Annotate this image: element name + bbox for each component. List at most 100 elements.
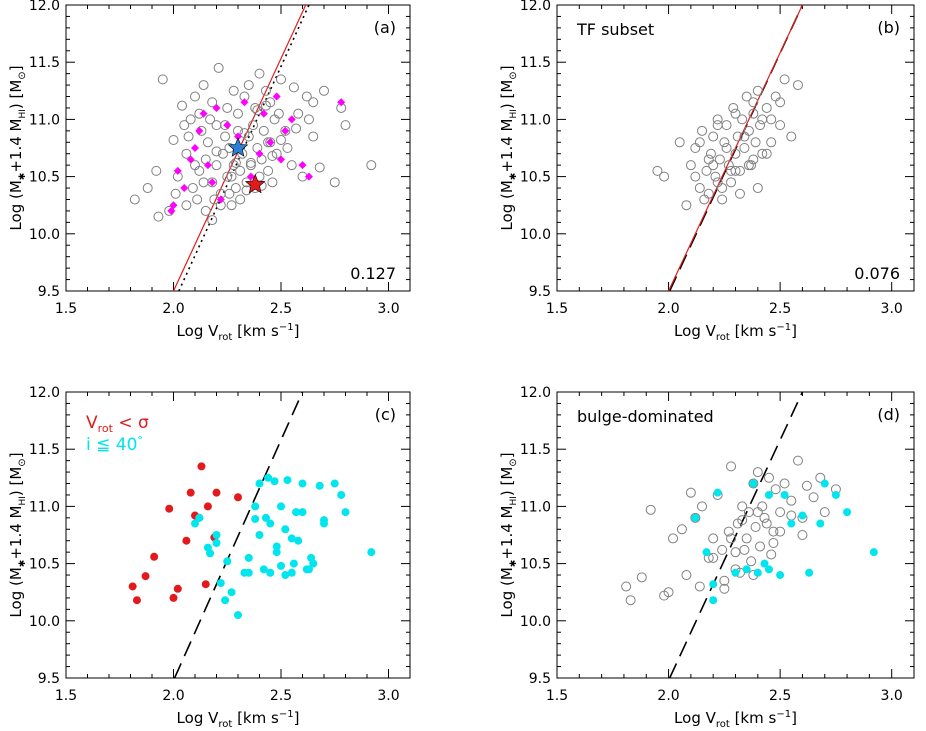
point xyxy=(294,536,303,545)
point xyxy=(304,565,313,574)
point xyxy=(206,549,215,558)
point xyxy=(730,547,741,558)
point xyxy=(770,91,781,102)
point xyxy=(181,200,192,211)
point xyxy=(194,165,205,176)
point xyxy=(281,571,290,580)
point xyxy=(221,596,230,605)
x-tick-label: 3.0 xyxy=(881,301,903,317)
point xyxy=(329,177,340,188)
point xyxy=(816,519,825,528)
x-tick-label: 1.5 xyxy=(55,688,77,704)
x-tick-label: 2.5 xyxy=(270,688,292,704)
point xyxy=(805,568,814,577)
dashed-fit-line xyxy=(173,392,304,678)
point xyxy=(337,98,346,107)
point xyxy=(766,549,777,560)
x-axis-label: Log Vrot [km s−1] xyxy=(674,322,797,343)
point xyxy=(753,568,762,577)
point xyxy=(694,581,705,592)
point xyxy=(341,508,350,517)
point xyxy=(223,121,232,130)
point xyxy=(195,513,204,522)
point xyxy=(240,98,249,107)
ticks xyxy=(556,4,914,292)
point xyxy=(203,161,212,170)
point xyxy=(170,188,181,199)
point xyxy=(676,524,687,535)
point xyxy=(260,100,271,111)
point xyxy=(775,507,786,518)
point xyxy=(263,165,274,176)
point xyxy=(198,80,209,91)
ticks xyxy=(556,391,914,679)
y-axis-label: Log (M✱+1.4 MHI) [M⊙] xyxy=(498,452,519,617)
point xyxy=(211,160,222,171)
point xyxy=(308,97,319,108)
y-axis-label: Log (M✱+1.4 MHI) [M⊙] xyxy=(7,65,28,230)
point xyxy=(234,132,242,141)
point xyxy=(227,588,236,597)
point xyxy=(239,128,250,139)
point xyxy=(685,160,696,171)
point xyxy=(764,490,773,499)
point xyxy=(186,155,195,164)
point xyxy=(713,488,722,497)
point xyxy=(808,492,819,503)
point xyxy=(737,515,748,526)
point xyxy=(723,526,734,537)
point xyxy=(685,487,696,498)
y-tick-label: 10.0 xyxy=(29,614,60,630)
point xyxy=(260,85,271,96)
point xyxy=(668,533,679,544)
point xyxy=(748,478,759,489)
point xyxy=(681,570,692,581)
point xyxy=(212,103,221,112)
x-tick-label: 3.0 xyxy=(881,688,903,704)
point xyxy=(780,490,789,499)
point xyxy=(757,501,768,512)
point xyxy=(761,518,772,529)
point xyxy=(177,100,188,111)
point xyxy=(273,108,284,119)
point xyxy=(699,194,710,205)
point xyxy=(748,97,759,108)
point xyxy=(272,92,281,101)
point xyxy=(820,479,829,488)
point xyxy=(243,80,254,91)
point xyxy=(366,160,377,171)
data-points xyxy=(129,62,377,226)
point xyxy=(681,200,692,211)
point xyxy=(234,493,242,502)
point xyxy=(703,188,714,199)
point xyxy=(224,188,235,199)
point xyxy=(226,200,237,211)
point xyxy=(244,568,253,577)
y-tick-label: 9.5 xyxy=(529,671,551,687)
point xyxy=(173,584,182,593)
ticks xyxy=(65,391,410,679)
point xyxy=(730,148,741,159)
y-tick-label: 12.0 xyxy=(29,385,60,401)
point xyxy=(752,467,763,478)
point xyxy=(169,593,178,602)
point xyxy=(192,194,203,205)
reference-lines xyxy=(668,5,804,291)
point xyxy=(690,143,701,153)
legend-entry-inclination: i ≦ 40° xyxy=(86,434,143,455)
point xyxy=(190,91,200,102)
legend-entry-vrot: Vrot < σ xyxy=(86,413,149,435)
point xyxy=(755,120,766,131)
point xyxy=(251,502,260,511)
point xyxy=(173,166,182,175)
point xyxy=(181,148,192,159)
point xyxy=(726,461,737,472)
point xyxy=(737,114,748,125)
point xyxy=(712,177,723,188)
point xyxy=(786,510,797,521)
point xyxy=(272,548,281,557)
point xyxy=(287,534,296,543)
point xyxy=(702,548,711,557)
